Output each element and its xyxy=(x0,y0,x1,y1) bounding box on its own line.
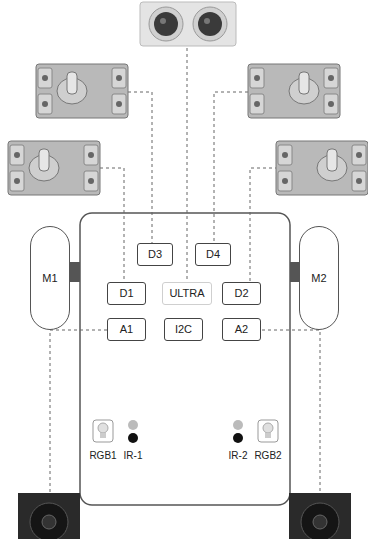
ultrasonic-sensor xyxy=(140,2,236,46)
port-label: I2C xyxy=(175,324,192,335)
servo-motor xyxy=(8,141,100,195)
motor-connector xyxy=(69,262,80,282)
leader-wire xyxy=(100,168,124,282)
port-box: D2 xyxy=(222,282,261,305)
port-box: D1 xyxy=(107,282,146,305)
port-box: ULTRA xyxy=(162,282,212,305)
leader-wire xyxy=(214,92,248,243)
rgb-led xyxy=(93,420,113,442)
servo-motor xyxy=(36,64,128,118)
port-label: A1 xyxy=(120,324,133,335)
leader-wire xyxy=(128,92,152,243)
port-label: M1 xyxy=(42,273,57,284)
port-label: ULTRA xyxy=(169,288,204,299)
port-box: A2 xyxy=(222,318,261,341)
port-box: D4 xyxy=(195,243,231,266)
port-label: A2 xyxy=(235,324,248,335)
component-label: RGB1 xyxy=(89,451,116,461)
servo-motor xyxy=(248,64,340,118)
component-label: RGB2 xyxy=(254,451,281,461)
port-label: D4 xyxy=(206,249,220,260)
port-box: I2C xyxy=(164,318,203,341)
component-label: IR-1 xyxy=(124,451,143,461)
ir-sensor xyxy=(128,420,138,443)
motor-port: M1 xyxy=(30,226,70,330)
leader-wire xyxy=(50,330,107,493)
board-outline xyxy=(80,213,290,505)
leader-wire xyxy=(262,330,320,493)
ir-sensor xyxy=(233,420,243,443)
port-box: D3 xyxy=(137,243,173,266)
component-label: IR-2 xyxy=(229,451,248,461)
leader-wire xyxy=(187,48,188,282)
port-label: D2 xyxy=(234,288,248,299)
speaker xyxy=(18,493,80,539)
speaker xyxy=(289,493,351,539)
port-label: D1 xyxy=(119,288,133,299)
port-label: D3 xyxy=(148,249,162,260)
port-box: A1 xyxy=(107,318,146,341)
rgb-led xyxy=(258,420,278,442)
servo-motor xyxy=(276,141,368,195)
leader-wire xyxy=(250,168,278,282)
port-label: M2 xyxy=(311,273,326,284)
motor-port: M2 xyxy=(299,226,339,330)
